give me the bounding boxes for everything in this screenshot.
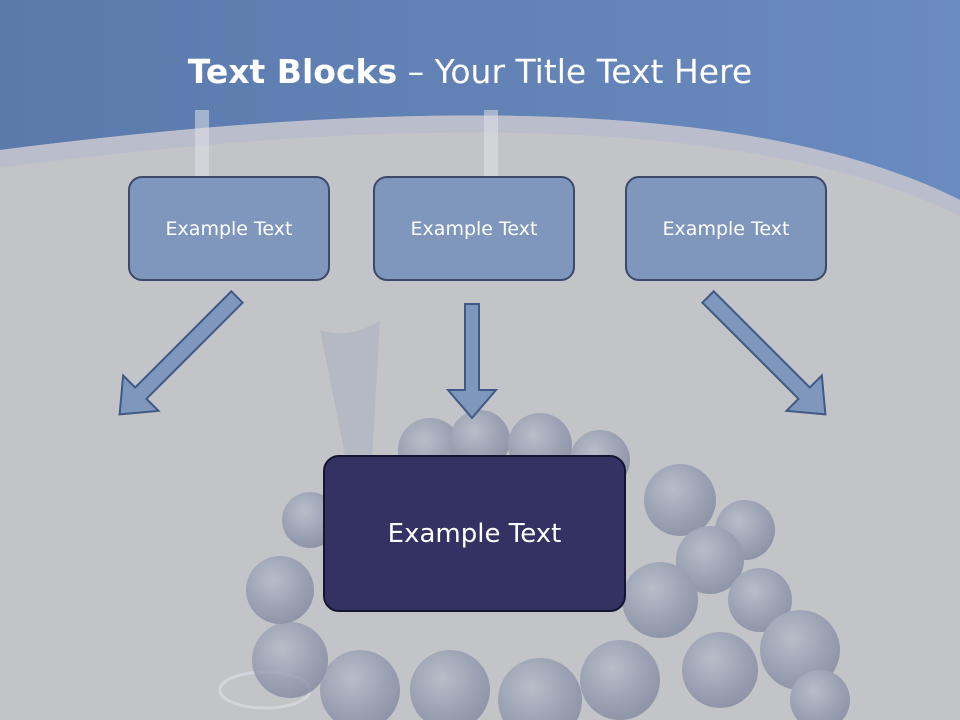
title-dash: –: [397, 52, 435, 91]
text-block-1[interactable]: Example Text: [128, 176, 330, 281]
arrow-down-right: [118, 289, 245, 416]
wine-glass-decoration: [195, 110, 498, 710]
text-block-3[interactable]: Example Text: [625, 176, 827, 281]
header-band: [0, 0, 960, 200]
slide-title: Text Blocks – Your Title Text Here: [0, 52, 940, 91]
header-swoosh: [0, 115, 960, 216]
title-rest: Your Title Text Here: [434, 52, 753, 91]
arrow-down-left: [700, 289, 827, 416]
text-block-2[interactable]: Example Text: [373, 176, 575, 281]
title-bold: Text Blocks: [187, 52, 398, 91]
arrow-down: [445, 303, 499, 420]
main-text-block[interactable]: Example Text: [323, 455, 626, 612]
